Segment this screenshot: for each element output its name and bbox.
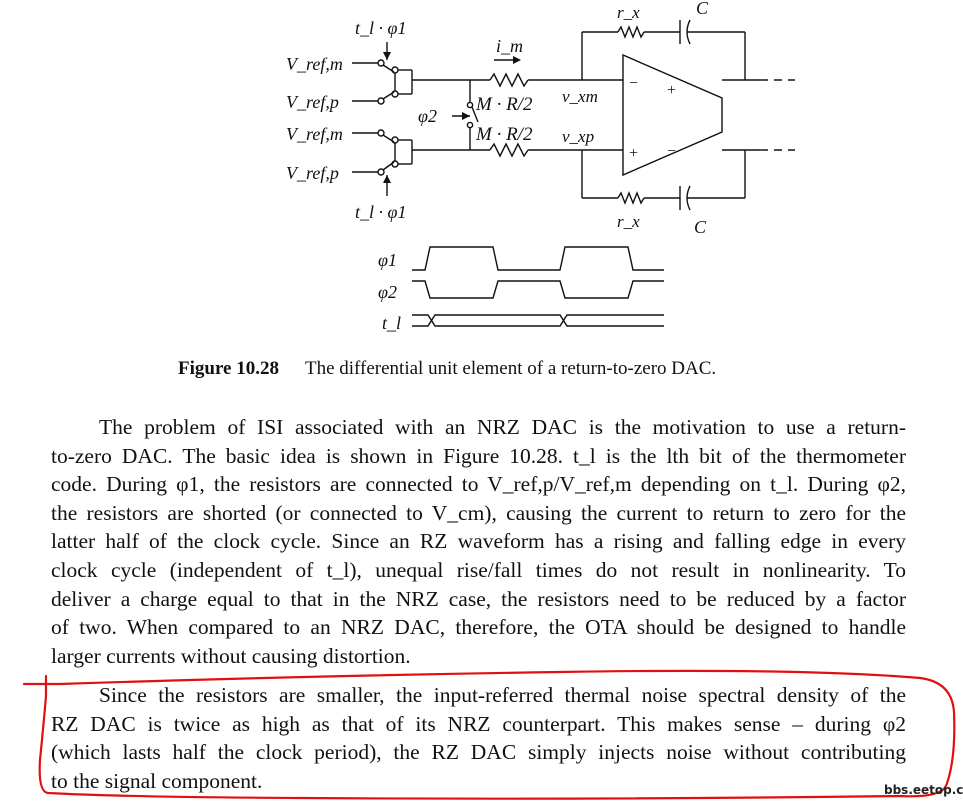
paragraph-line: of two. When compared to an NRZ DAC, the… — [51, 615, 906, 640]
paragraph-rz-noise: Since the resistors are smaller, the inp… — [51, 681, 906, 795]
label-resistor-bottom: M · R/2 — [475, 124, 533, 145]
paragraph-line: to-zero DAC. The basic idea is shown in … — [51, 443, 906, 468]
paragraph-line: latter half of the clock cycle. Since an… — [51, 529, 906, 554]
paragraph-line: to the signal component. — [51, 768, 263, 793]
label-im: i_m — [496, 36, 523, 56]
figure-number: Figure 10.28 — [178, 358, 279, 379]
paragraph-line: RZ DAC is twice as high as that of its N… — [51, 711, 906, 736]
paragraph-line: larger currents without causing distorti… — [51, 643, 411, 668]
label-vref-p-1: V_ref,p — [286, 92, 339, 112]
label-resistor-top: M · R/2 — [475, 94, 533, 115]
figure-caption-text: The differential unit element of a retur… — [304, 358, 717, 379]
paragraph-line: code. During φ1, the resistors are conne… — [51, 472, 906, 497]
label-vref-m-2: V_ref,m — [286, 124, 343, 144]
label-tl-phi1-bottom: t_l · φ1 — [355, 202, 406, 222]
paragraph-line: The problem of ISI associated with an NR… — [99, 415, 906, 439]
label-c-bottom: C — [694, 217, 707, 237]
paragraph-line: the resistors are shorted (or connected … — [51, 500, 906, 525]
label-vxm: v_xm — [562, 87, 598, 106]
label-vref-m-1: V_ref,m — [286, 54, 343, 74]
circuit-diagram: t_l · φ1 V_ref,m V_ref,p V_ref,m V_ref,p… — [286, 0, 795, 333]
figure-caption: Figure 10.28 The differential unit elemen… — [178, 358, 716, 380]
paragraph-nrz-isi: The problem of ISI associated with an NR… — [51, 413, 906, 670]
opamp-plus-out: + — [667, 82, 676, 99]
label-rx-top: r_x — [617, 3, 640, 22]
label-vref-p-2: V_ref,p — [286, 163, 339, 183]
opamp-minus-out: − — [667, 143, 676, 160]
paragraph-line: deliver a charge equal to that in the NR… — [51, 586, 906, 611]
label-c-top: C — [696, 0, 709, 18]
timing-label-phi2: φ2 — [378, 282, 397, 302]
timing-label-phi1: φ1 — [378, 250, 397, 270]
paragraph-line: (which lasts half the clock period), the… — [51, 740, 906, 765]
paragraph-line: clock cycle (independent of t_l), unequa… — [51, 557, 906, 582]
opamp-plus-in: + — [629, 145, 638, 162]
watermark: bbs.eetop.cn — [884, 783, 963, 797]
label-phi2-switch: φ2 — [418, 106, 437, 126]
label-tl-phi1-top: t_l · φ1 — [355, 18, 406, 38]
label-vxp: v_xp — [562, 127, 594, 146]
timing-label-tl: t_l — [382, 313, 401, 333]
label-rx-bottom: r_x — [617, 212, 640, 231]
paragraph-line: Since the resistors are smaller, the inp… — [99, 683, 906, 707]
opamp-minus-in: − — [629, 75, 638, 92]
